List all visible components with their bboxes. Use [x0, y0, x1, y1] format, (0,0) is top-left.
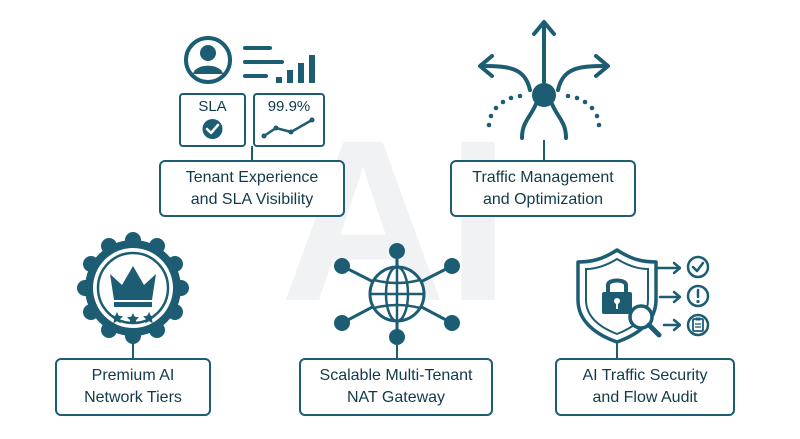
uptime-box [253, 93, 325, 147]
traffic-security-card: AI Traffic Security and Flow Audit [555, 358, 735, 416]
tenant-card-line2: and SLA Visibility [190, 190, 314, 208]
alert-icon [686, 284, 710, 308]
text-lines-icon [243, 46, 284, 78]
security-card-line1: AI Traffic Security [582, 367, 708, 384]
user-avatar-icon [184, 36, 232, 84]
crown-icon [110, 266, 156, 300]
clipboard-icon [686, 313, 710, 337]
magnifier-icon [628, 304, 662, 338]
check-icon [686, 255, 710, 279]
bar-chart-icon [276, 55, 315, 83]
security-card-line2: and Flow Audit [592, 389, 698, 406]
nat-card-line1: Scalable Multi-Tenant [319, 367, 473, 384]
line-trend-icon [261, 117, 315, 139]
uptime-value: 99.9% [267, 98, 311, 115]
premium-ai-card: Premium AI Network Tiers [55, 358, 211, 416]
check-icon [202, 119, 223, 139]
tenant-experience-card: Tenant Experience and SLA Visibility [159, 160, 345, 217]
sla-label: SLA [198, 98, 227, 115]
traffic-card-line2: and Optimization [482, 190, 604, 208]
nat-gateway-card: Scalable Multi-Tenant NAT Gateway [299, 358, 493, 416]
star-icon [111, 312, 155, 325]
tenant-card-line1: Tenant Experience [185, 168, 319, 186]
nat-card-line2: NAT Gateway [346, 389, 446, 406]
premium-card-line1: Premium AI [91, 367, 175, 384]
premium-card-line2: Network Tiers [84, 389, 182, 406]
traffic-card-line1: Traffic Management [472, 168, 614, 186]
traffic-management-card: Traffic Management and Optimization [450, 160, 636, 217]
